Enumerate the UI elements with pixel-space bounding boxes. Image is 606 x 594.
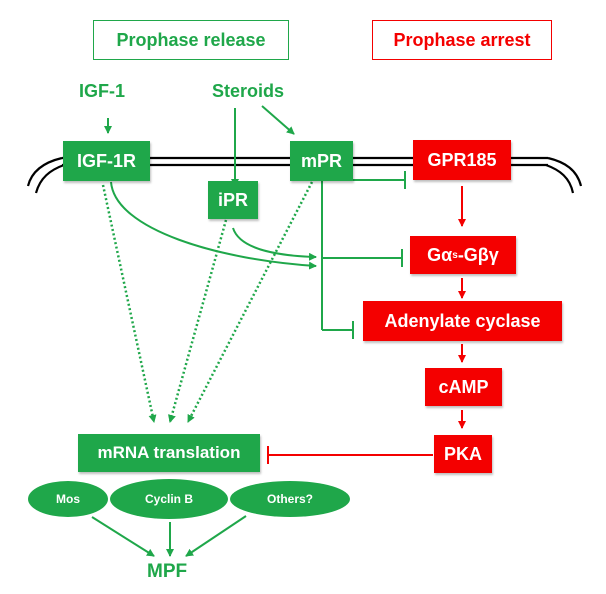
gprotein-sub-s: s: [452, 249, 458, 261]
igf1-label: IGF-1: [79, 81, 126, 101]
steroids-label: Steroids: [212, 81, 285, 101]
node-adenylate-cyclase: Adenylate cyclase: [363, 301, 562, 341]
product-mos: Mos: [28, 481, 108, 517]
gprotein-betagamma: -Gβγ: [457, 244, 499, 265]
gprotein-alpha: Gα: [427, 244, 453, 265]
node-camp: cAMP: [425, 368, 502, 406]
node-pka: PKA: [434, 435, 492, 473]
product-others: Others?: [230, 481, 350, 517]
indirect-arrows: [101, 181, 314, 423]
mpf-label: MPF: [147, 561, 188, 582]
arrow-steroids-to-mpr: [261, 105, 295, 135]
dotted-mpr-to-mrna: [186, 181, 314, 423]
arrow-ipr-to-branch: [232, 227, 317, 261]
dotted-igf1r-to-mrna: [101, 184, 157, 423]
prophase-release-header: Prophase release: [93, 20, 289, 60]
node-igf1r: IGF-1R: [63, 141, 150, 181]
arrow-others-to-mpf: [185, 515, 247, 557]
node-gpr185: GPR185: [413, 140, 511, 180]
node-mpr: mPR: [290, 141, 353, 181]
node-ipr: iPR: [208, 181, 258, 219]
arrow-mos-to-mpf: [91, 516, 155, 557]
inhibit-mpr-branch: [321, 180, 403, 339]
product-cyclin-b: Cyclin B: [110, 479, 228, 519]
dotted-ipr-to-mrna: [168, 219, 228, 423]
arrow-igf1r-to-branch: [110, 181, 317, 270]
node-mrna-translation: mRNA translation: [78, 434, 260, 472]
prophase-arrest-header: Prophase arrest: [372, 20, 552, 60]
inhibit-pka-to-mrna: [267, 446, 433, 464]
